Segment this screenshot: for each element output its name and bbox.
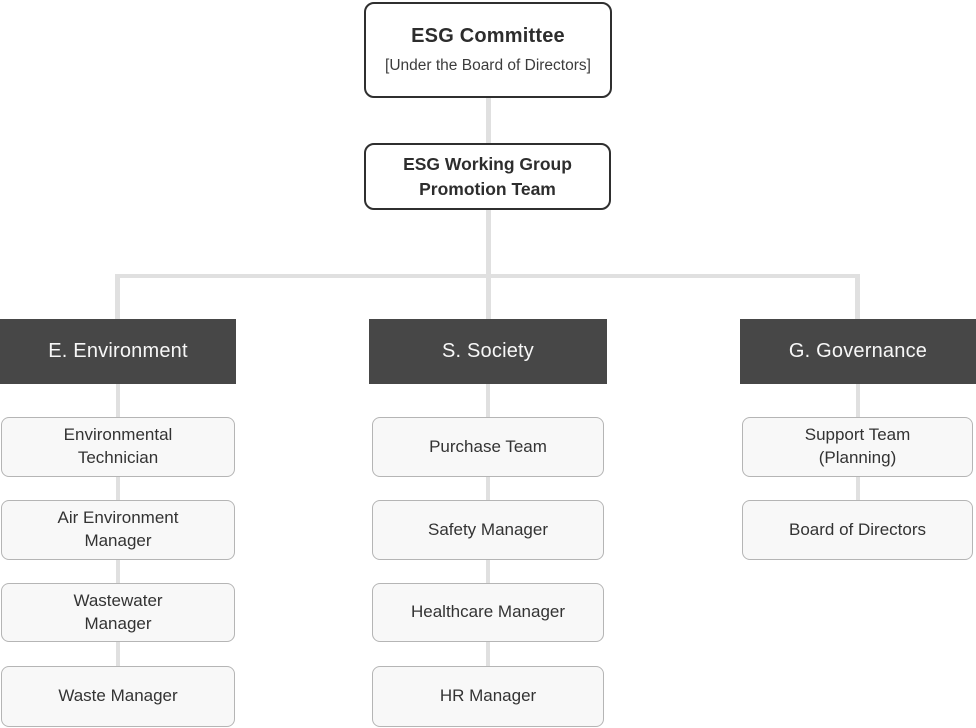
connector-soc-item3-item4 bbox=[486, 642, 490, 666]
esg-committee-subtitle: [Under the Board of Directors] bbox=[385, 57, 591, 74]
connector-root-to-working-group bbox=[486, 98, 491, 143]
connector-env-header-item1 bbox=[116, 384, 120, 417]
column-header-environment: E. Environment bbox=[0, 319, 236, 384]
node-purchase-team: Purchase Team bbox=[372, 417, 604, 477]
connector-gov-item1-item2 bbox=[856, 477, 860, 500]
connector-env-item2-item3 bbox=[116, 560, 120, 583]
node-waste-manager: Waste Manager bbox=[1, 666, 235, 727]
working-group-node: ESG Working Group Promotion Team bbox=[364, 143, 611, 210]
connector-working-group-to-branch bbox=[486, 210, 491, 274]
connector-env-item1-item2 bbox=[116, 477, 120, 500]
node-wastewater-manager: Wastewater Manager bbox=[1, 583, 235, 642]
connector-env-item3-item4 bbox=[116, 642, 120, 666]
working-group-title: ESG Working Group Promotion Team bbox=[403, 154, 572, 199]
connector-soc-header-item1 bbox=[486, 384, 490, 417]
node-air-environment-manager: Air Environment Manager bbox=[1, 500, 235, 560]
node-healthcare-manager: Healthcare Manager bbox=[372, 583, 604, 642]
node-support-team-planning: Support Team (Planning) bbox=[742, 417, 973, 477]
connector-drop-environment bbox=[115, 274, 120, 320]
connector-gov-header-item1 bbox=[856, 384, 860, 417]
node-environmental-technician: Environmental Technician bbox=[1, 417, 235, 477]
connector-drop-governance bbox=[855, 274, 860, 320]
column-header-governance: G. Governance bbox=[740, 319, 976, 384]
node-safety-manager: Safety Manager bbox=[372, 500, 604, 560]
esg-committee-node: ESG Committee [Under the Board of Direct… bbox=[364, 2, 612, 98]
connector-soc-item1-item2 bbox=[486, 477, 490, 500]
connector-soc-item2-item3 bbox=[486, 560, 490, 583]
node-board-of-directors: Board of Directors bbox=[742, 500, 973, 560]
connector-drop-society bbox=[486, 274, 491, 320]
column-header-society: S. Society bbox=[369, 319, 607, 384]
esg-committee-title: ESG Committee bbox=[411, 25, 565, 47]
node-hr-manager: HR Manager bbox=[372, 666, 604, 727]
